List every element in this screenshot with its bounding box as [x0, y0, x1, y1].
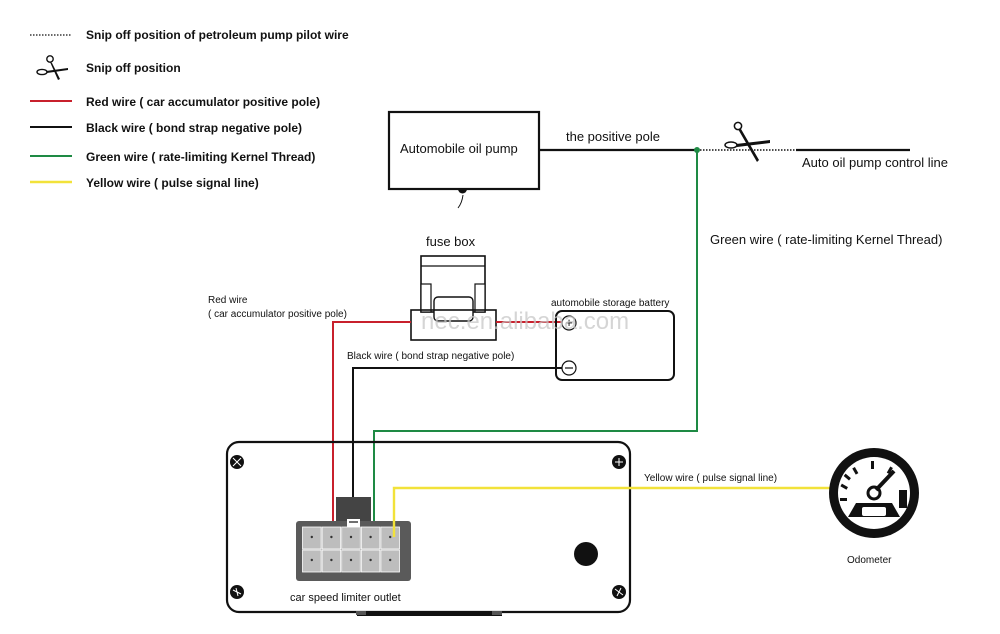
red-wire-label-2: ( car accumulator positive pole) [208, 309, 347, 320]
watermark: nec.en.alibaba.com [421, 308, 629, 335]
black-wire-label: Black wire ( bond strap negative pole) [347, 351, 514, 362]
legend: Snip off position of petroleum pump pilo… [30, 28, 349, 190]
connector-pin-dot [369, 535, 372, 539]
red-wire-label-1: Red wire [208, 295, 248, 306]
screw-icon [612, 585, 626, 599]
positive-pole-label: the positive pole [566, 129, 660, 144]
connector-pin-dot [310, 535, 313, 539]
connector-pin-dot [389, 558, 392, 562]
legend-label-red: Red wire ( car accumulator positive pole… [86, 95, 320, 109]
scissors-icon [724, 121, 770, 162]
screw-icon [612, 455, 626, 469]
connector-pin-dot [330, 558, 333, 562]
junction-dot [694, 147, 700, 153]
screw-icon [230, 455, 244, 469]
battery-plus-terminal [561, 315, 577, 331]
legend-label-snip: Snip off position [86, 61, 181, 75]
limiter-outlet-label: car speed limiter outlet [290, 592, 401, 604]
connector-pin-dot [369, 558, 372, 562]
yellow-wire-label: Yellow wire ( pulse signal line) [644, 473, 777, 484]
green-wire [373, 150, 698, 537]
connector-pin-dot [330, 535, 333, 539]
limiter-connector [296, 497, 411, 581]
legend-label-black: Black wire ( bond strap negative pole) [86, 121, 302, 135]
scissors-icon [36, 55, 68, 80]
control-line-label: Auto oil pump control line [802, 155, 948, 170]
battery-label: automobile storage battery [551, 298, 669, 309]
speed-limiter-box: car speed limiter outlet [225, 440, 632, 616]
connector-pin-dot [349, 558, 353, 562]
legend-label-green: Green wire ( rate-limiting Kernel Thread… [86, 150, 315, 164]
connector-pin-dot [310, 558, 313, 562]
odometer-label: Odometer [847, 555, 892, 566]
odometer-icon [829, 448, 919, 538]
battery-plus-symbol: + [565, 315, 573, 330]
oil-pump: Automobile oil pump [387, 110, 541, 209]
battery: automobile storage battery + [551, 298, 675, 381]
legend-label-snip-wire: Snip off position of petroleum pump pilo… [86, 28, 349, 42]
red-wire [332, 321, 411, 537]
fuse-box-label: fuse box [426, 234, 476, 249]
screw-icon [230, 585, 244, 599]
black-wire [352, 367, 562, 537]
oil-pump-label: Automobile oil pump [400, 141, 518, 156]
green-wire-label: Green wire ( rate-limiting Kernel Thread… [710, 232, 942, 247]
connector-pin-dot [349, 535, 353, 539]
yellow-wire [392, 486, 830, 537]
fuse-box: fuse box [410, 234, 497, 341]
connector-pin-dot [389, 535, 392, 539]
legend-label-yellow: Yellow wire ( pulse signal line) [86, 176, 259, 190]
indicator-hole [574, 542, 598, 566]
